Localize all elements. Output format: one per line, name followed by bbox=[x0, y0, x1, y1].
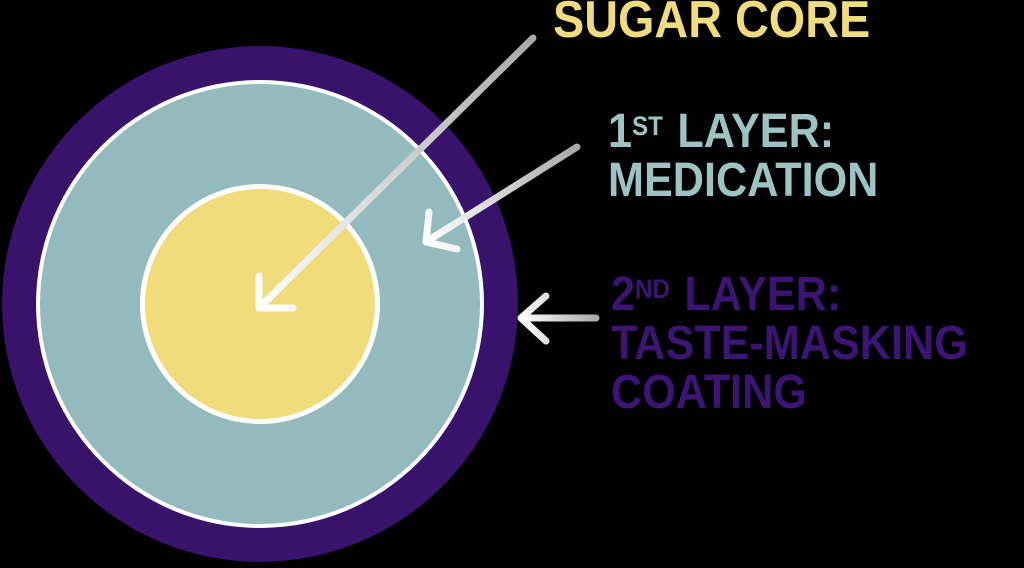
sugar-core-label: SUGAR CORE bbox=[553, 0, 871, 49]
layer2-ordinal: 2 bbox=[611, 268, 636, 322]
medication-layer-arrow-icon bbox=[422, 143, 581, 253]
medication-layer-label-line1: 1ST LAYER: bbox=[608, 102, 878, 156]
layer2-ordinal-suffix: ND bbox=[635, 274, 670, 304]
medication-layer-label-line2: MEDICATION bbox=[608, 154, 879, 208]
medication-layer-label: 1ST LAYER: MEDICATION bbox=[608, 102, 878, 205]
sugar-core-arrow-icon bbox=[255, 34, 537, 312]
coating-layer-label: 2ND LAYER: TASTE-MASKING COATING bbox=[611, 265, 968, 417]
layer1-ordinal: 1 bbox=[608, 105, 633, 159]
coating-layer-label-line2: TASTE-MASKING bbox=[611, 317, 968, 371]
coating-layer-label-line1: 2ND LAYER: bbox=[611, 265, 968, 319]
layer1-ordinal-suffix: ST bbox=[632, 111, 663, 141]
layer2-word: LAYER: bbox=[672, 268, 842, 322]
layer1-word: LAYER: bbox=[665, 105, 835, 159]
coating-layer-arrow-icon bbox=[517, 292, 600, 345]
coating-layer-label-line3: COATING bbox=[611, 366, 807, 420]
